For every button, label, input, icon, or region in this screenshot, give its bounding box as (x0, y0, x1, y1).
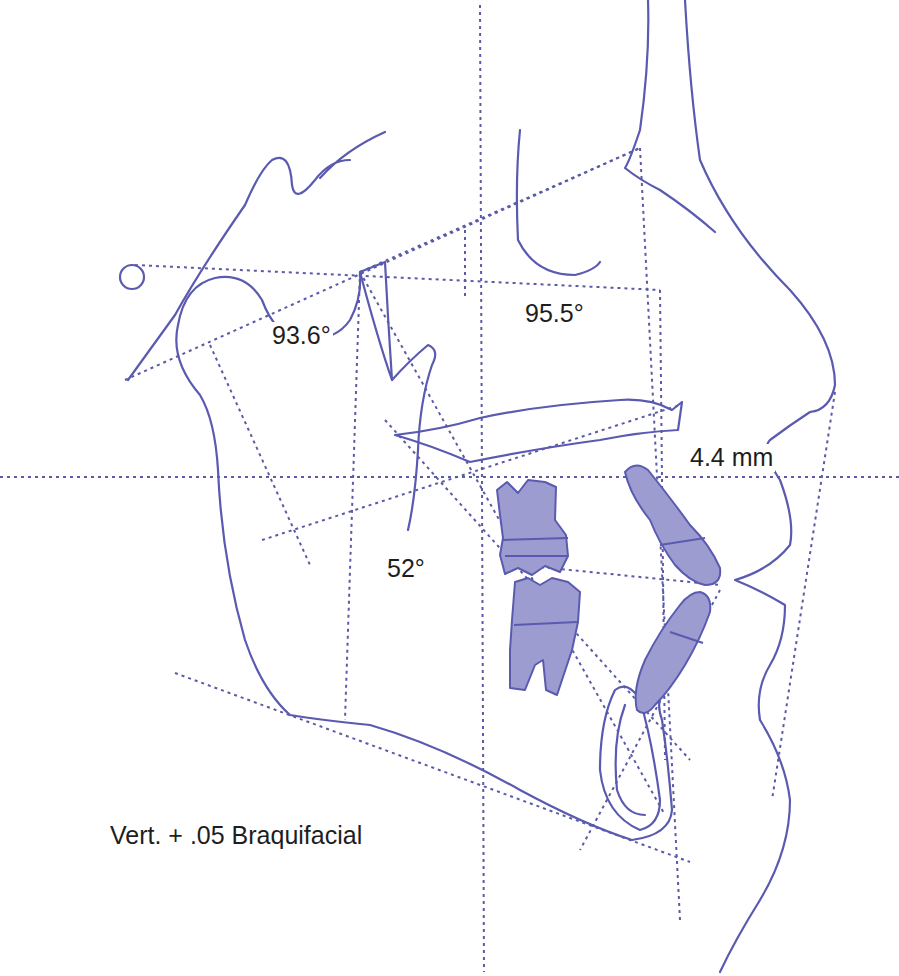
measurement-label: 95.5° (523, 300, 586, 328)
teeth (497, 465, 720, 713)
measurement-label: 93.6° (270, 322, 333, 350)
facial-type-note: Vert. + .05 Braquifacial (108, 822, 364, 850)
measurement-label: 4.4 mm (688, 444, 775, 472)
measurement-label: 52° (385, 555, 427, 583)
reference-lines (0, 5, 899, 972)
